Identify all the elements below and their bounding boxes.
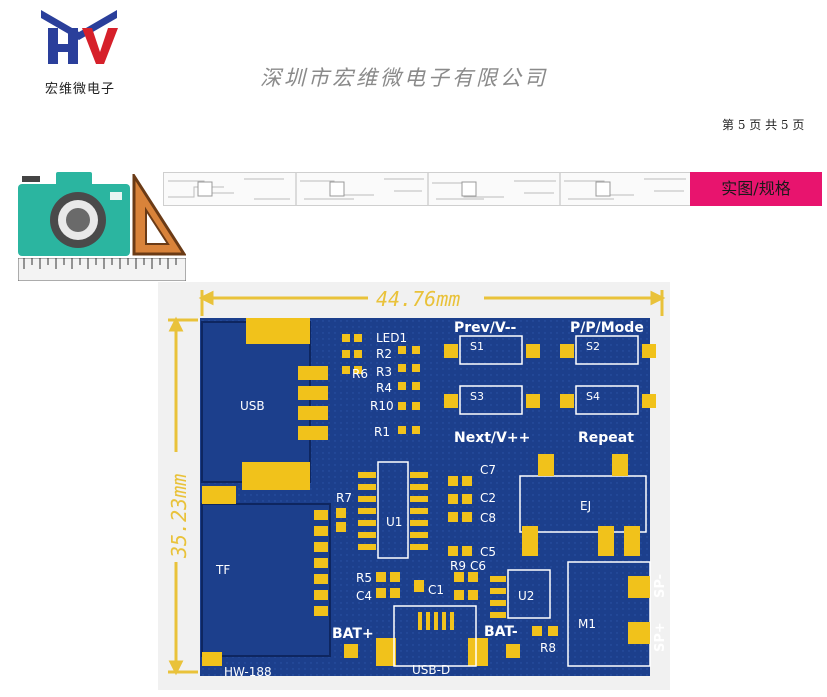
r10-label: R10 [370, 399, 394, 413]
company-name: 深圳市宏维微电子有限公司 [260, 66, 548, 90]
tab-photo-specs[interactable]: 实图/规格 [690, 172, 822, 206]
r2-label: R2 [376, 347, 392, 361]
repeat-label: Repeat [578, 430, 634, 446]
tf-label: TF [215, 563, 230, 577]
led1-label: LED1 [376, 331, 407, 345]
r8-label: R8 [540, 641, 556, 655]
s4-label: S4 [586, 390, 600, 403]
c1-label: C1 [428, 583, 444, 597]
pcb-board-photo: 44.76mm 35.23mm USB TF HW-188 LED1 R2 R6… [158, 282, 670, 690]
page-number: 第 5 页 共 5 页 [722, 118, 805, 132]
circuit-pattern [168, 173, 686, 205]
company-logo [41, 10, 118, 64]
r9-label: R9 [450, 559, 466, 573]
pp-mode-label: P/P/Mode [570, 320, 644, 336]
s2-label: S2 [586, 340, 600, 353]
next-label: Next/V++ [454, 430, 530, 446]
model-label: HW-188 [224, 665, 272, 679]
camera-icon [18, 172, 130, 256]
sp-plus-label: SP+ [653, 622, 668, 652]
u1-label: U1 [386, 515, 402, 529]
r6-label: R6 [352, 367, 368, 381]
r5-label: R5 [356, 571, 372, 585]
triangle-ruler-icon [132, 174, 186, 256]
s3-label: S3 [470, 390, 484, 403]
r7-label: R7 [336, 491, 352, 505]
c2-label: C2 [480, 491, 496, 505]
r4-label: R4 [376, 381, 392, 395]
circuit-strip [163, 172, 691, 206]
logo-caption: 宏维微电子 [44, 82, 115, 97]
r1-label: R1 [374, 425, 390, 439]
bat-plus-label: BAT+ [332, 626, 374, 642]
prev-label: Prev/V-- [454, 320, 517, 336]
bat-minus-label: BAT- [484, 624, 518, 640]
usb-d-label: USB-D [412, 663, 450, 677]
u2-label: U2 [518, 589, 534, 603]
ej-label: EJ [580, 499, 591, 513]
width-dimension: 44.76mm [376, 287, 460, 311]
c6-label: C6 [470, 559, 486, 573]
c7-label: C7 [480, 463, 496, 477]
r3-label: R3 [376, 365, 392, 379]
m1-label: M1 [578, 617, 596, 631]
c4-label: C4 [356, 589, 372, 603]
c8-label: C8 [480, 511, 496, 525]
height-dimension: 35.23mm [167, 474, 191, 559]
usb-label: USB [240, 399, 265, 413]
ruler-icon [18, 258, 186, 281]
sp-minus-label: SP- [653, 574, 668, 598]
c5-label: C5 [480, 545, 496, 559]
s1-label: S1 [470, 340, 484, 353]
